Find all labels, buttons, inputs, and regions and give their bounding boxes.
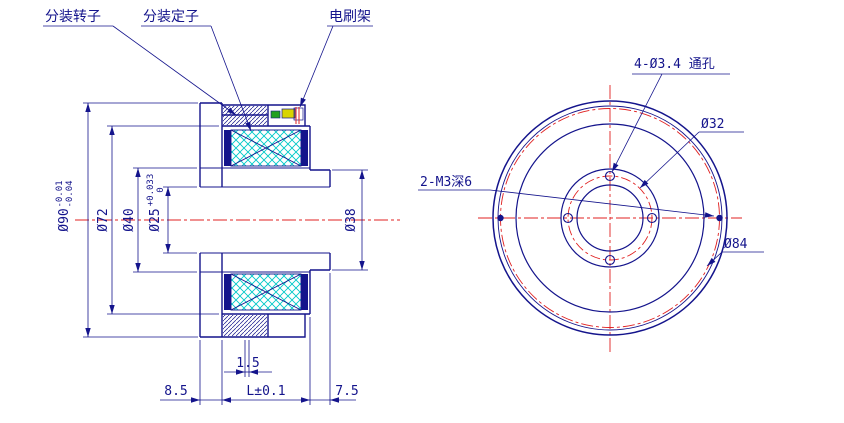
stator-cross-bottom <box>230 273 302 311</box>
callout-rotor-label: 分装转子 <box>45 9 101 25</box>
d90-label: Ø90 <box>57 208 72 231</box>
d32-leader <box>639 131 700 189</box>
callout-rotor-leader <box>112 25 237 116</box>
d25-tol-upper: +0.033 <box>146 174 156 207</box>
ext-lines-bottom <box>199 273 331 405</box>
bore-circle-d25 <box>576 184 644 252</box>
len85-label: 8.5 <box>164 384 187 399</box>
dim-text-d40: Ø40 <box>122 208 137 231</box>
shaft-tube-outline <box>310 169 331 271</box>
d84-leader <box>706 251 723 267</box>
hub-circle-d38 <box>560 168 660 268</box>
len15-label: 1.5 <box>236 356 259 371</box>
housing-outline <box>222 125 311 315</box>
through-hole-top <box>604 170 616 182</box>
housing-circle-d72 <box>515 123 705 313</box>
d25-label: Ø25 <box>148 208 163 231</box>
stator-coil-sections <box>224 129 308 311</box>
coil-end-bar <box>301 274 308 310</box>
d40-label: Ø40 <box>122 208 137 231</box>
section-dimensions <box>83 102 368 405</box>
m3-hole-left <box>497 214 504 222</box>
coil-end-bar <box>224 130 231 166</box>
m3-label: 2-M3深6 <box>420 175 472 190</box>
d38-label: Ø38 <box>344 208 359 231</box>
d90-tol-upper: -0.01 <box>55 180 65 207</box>
through-holes-d34 <box>562 170 658 266</box>
d84-label: Ø84 <box>724 237 748 252</box>
dim-text-d38: Ø38 <box>344 208 359 231</box>
dim-text-d72: Ø72 <box>96 208 111 231</box>
rotor-winding-hatch-bottom <box>223 315 267 336</box>
dim-text-d25: Ø25 +0.033 0 <box>146 174 166 232</box>
d32-label: Ø32 <box>701 117 724 132</box>
through-hole-left <box>562 212 574 224</box>
through-hole-right <box>646 212 658 224</box>
dim-text-d90: Ø90 -0.01 -0.04 <box>55 180 75 231</box>
holes-leader <box>611 73 663 173</box>
ext-lines-d40 <box>133 167 197 273</box>
through-hole-bottom <box>604 254 616 266</box>
callouts: 分装转子 分装定子 电刷架 <box>43 9 373 132</box>
lower-block-outline <box>222 314 306 338</box>
bolt-circle-d32 <box>567 175 653 261</box>
brush-green-part <box>270 110 281 119</box>
front-view: 4-Ø3.4 通孔 Ø32 2-M3深6 Ø84 <box>418 57 764 352</box>
holes-label: 4-Ø3.4 通孔 <box>634 57 715 72</box>
callout-brush-label: 电刷架 <box>329 9 371 25</box>
flange-outer-circle-d90 <box>492 100 728 336</box>
lenL-label: L±0.1 <box>246 384 285 399</box>
d90-tol-lower: -0.04 <box>65 180 75 207</box>
section-view: Ø90 -0.01 -0.04 Ø72 Ø40 Ø25 +0.033 0 Ø38… <box>43 9 400 405</box>
callout-brush-leader <box>299 25 334 108</box>
len75-label: 7.5 <box>335 384 358 399</box>
ext-lines-d72 <box>107 125 219 315</box>
coil-end-bar <box>301 130 308 166</box>
d25-tol-lower: 0 <box>156 187 166 192</box>
ext-lines-d90 <box>83 102 198 338</box>
hub-step-lines <box>200 167 310 273</box>
brush-lead-wires <box>295 107 300 124</box>
callout-stator-label: 分装定子 <box>143 9 199 25</box>
stator-cross-top <box>230 129 302 167</box>
m3-hole-right <box>716 214 723 222</box>
coil-end-bar <box>224 274 231 310</box>
brush-yellow-part <box>281 108 296 119</box>
front-annotations: 4-Ø3.4 通孔 Ø32 2-M3深6 Ø84 <box>418 57 764 267</box>
callout-stator-leader <box>210 25 252 132</box>
d72-label: Ø72 <box>96 208 111 231</box>
bore-lines <box>200 186 330 254</box>
m3-leader <box>489 189 715 218</box>
flange-outline <box>199 102 223 338</box>
